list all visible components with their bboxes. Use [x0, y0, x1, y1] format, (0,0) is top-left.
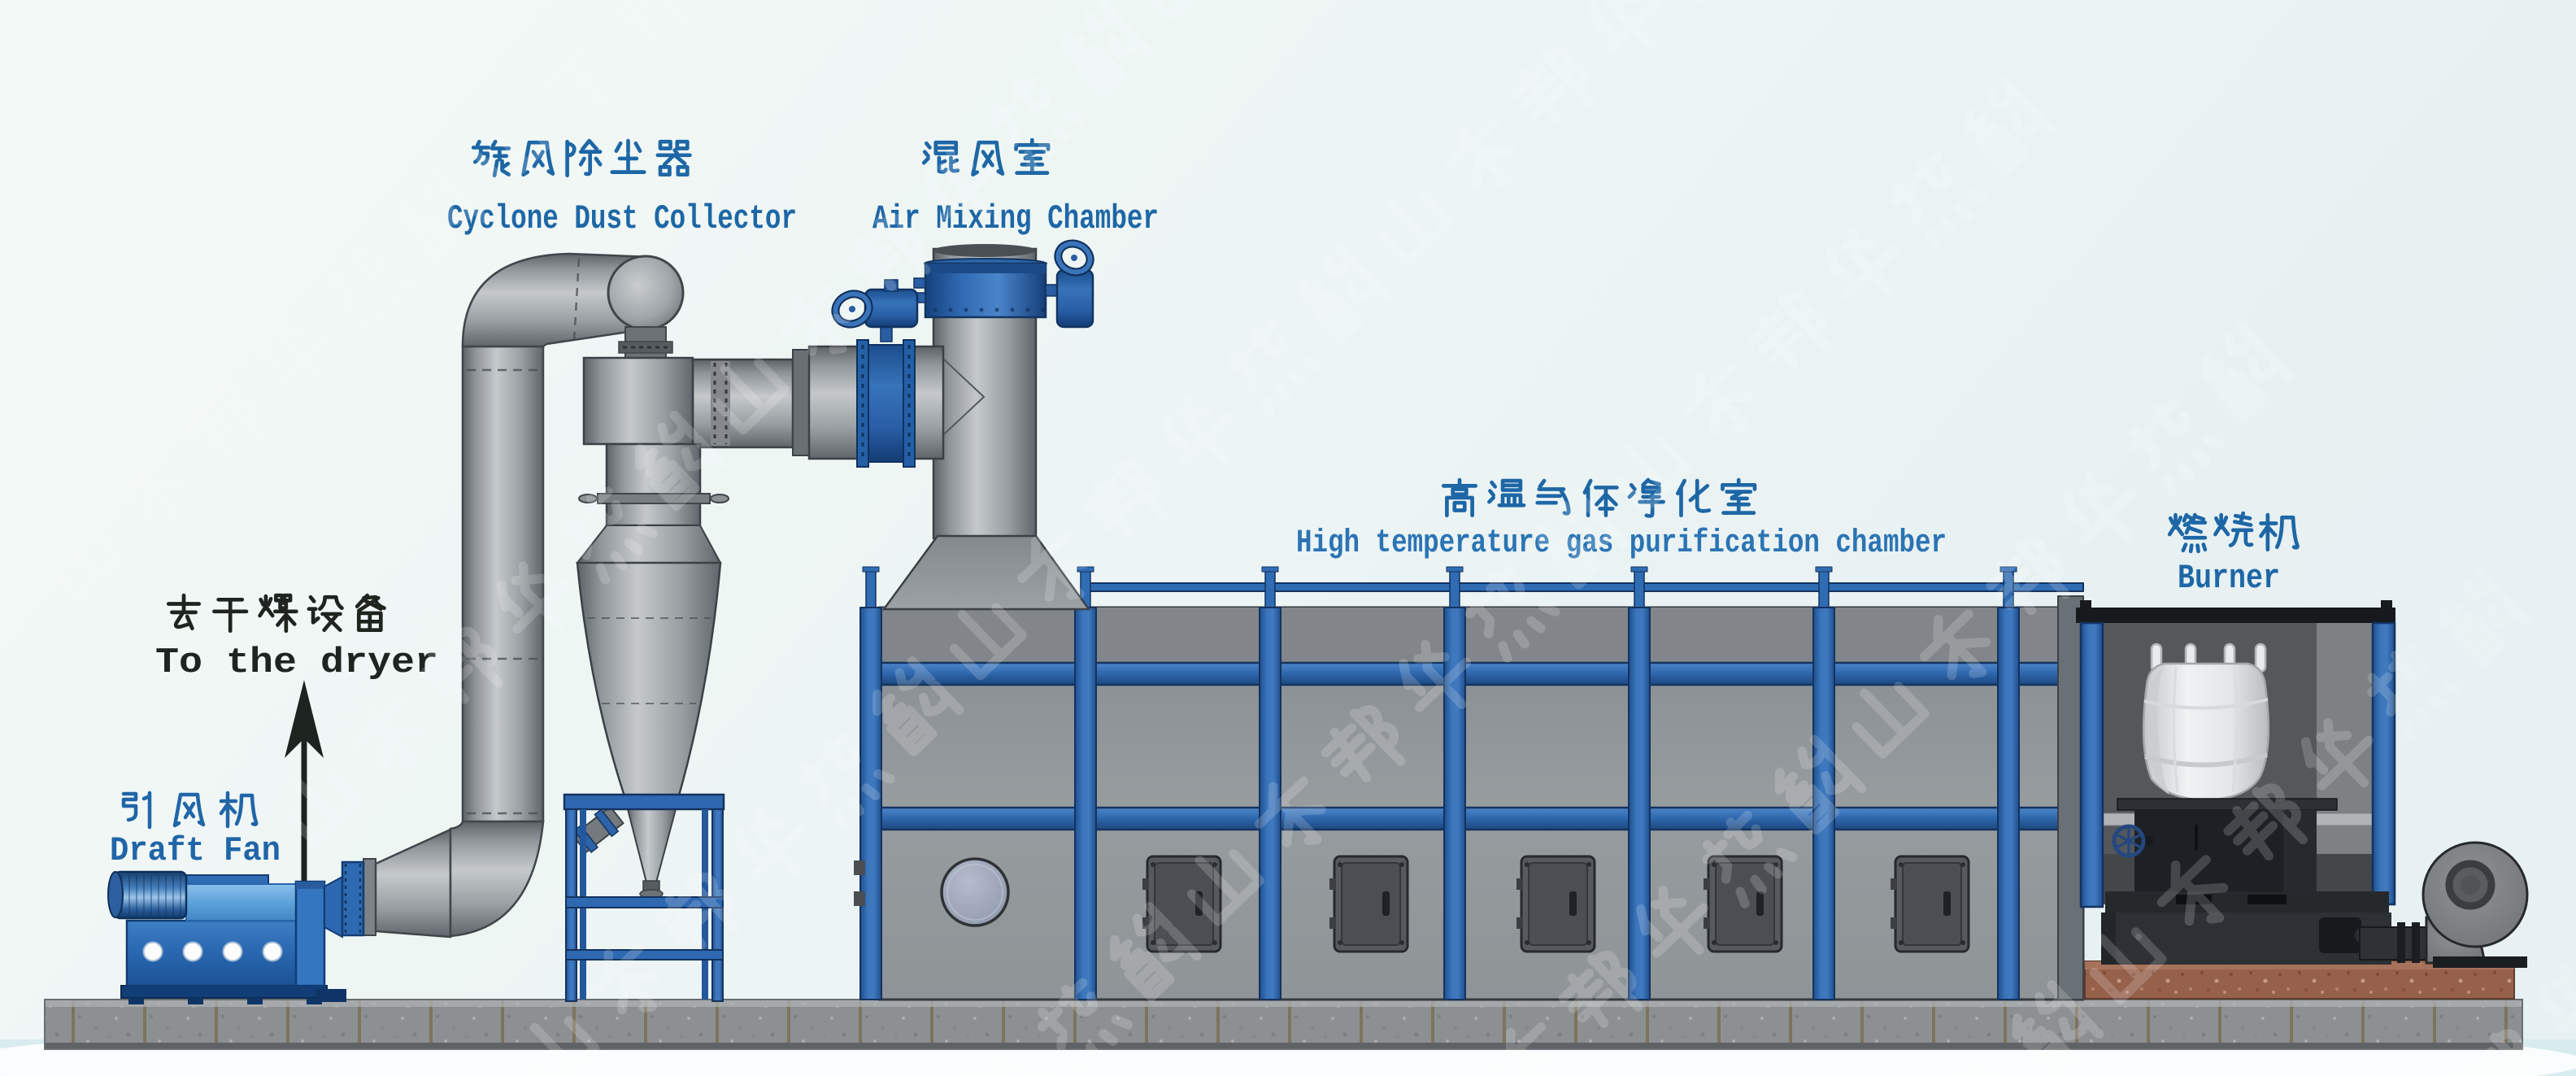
- svg-text:Burner: Burner: [2178, 559, 2280, 598]
- svg-text:To the dryer: To the dryer: [155, 643, 438, 683]
- svg-text:Draft Fan: Draft Fan: [110, 831, 281, 870]
- svg-text:Cyclone Dust Collector: Cyclone Dust Collector: [447, 199, 797, 238]
- svg-text:Air Mixing Chamber: Air Mixing Chamber: [872, 199, 1159, 238]
